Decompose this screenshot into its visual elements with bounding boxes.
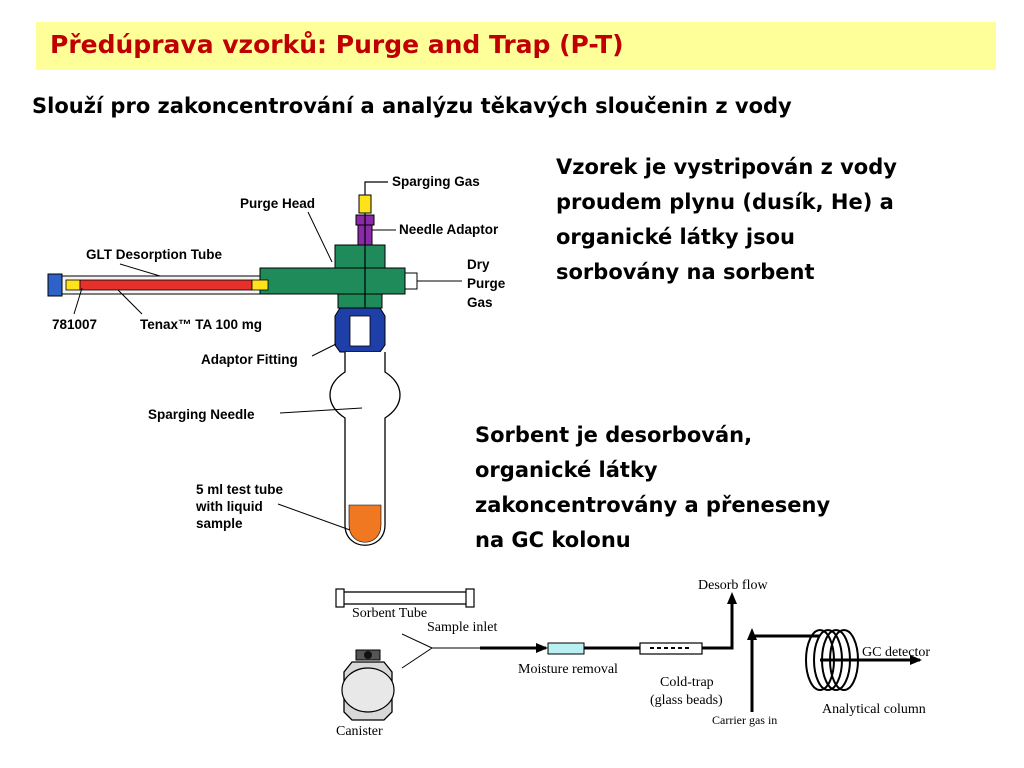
carrier-arrow — [747, 628, 757, 640]
plug-right — [251, 279, 269, 291]
column-coil-1 — [805, 629, 835, 691]
flow-diagram: Sorbent Tube Sample inlet Canister Moist… — [335, 578, 930, 739]
slide-title: Předúprava vzorků: Purge and Trap (P-T) — [50, 30, 624, 59]
label-part-number: 781007 — [52, 317, 97, 332]
side-port — [404, 272, 418, 290]
gas-fitting — [358, 194, 372, 214]
label-purge-head: Purge Head — [240, 196, 315, 211]
tube-cap — [47, 273, 63, 297]
desorb-line-2: organické látky — [475, 458, 658, 482]
adaptor-window — [349, 315, 371, 347]
column-coil-3 — [821, 629, 851, 691]
label-needle-adaptor: Needle Adaptor — [399, 222, 499, 237]
purge-head-horizontal — [259, 267, 406, 295]
sorbent-tube — [339, 591, 471, 605]
purge-description: Vzorek je vystripován z vody proudem ply… — [556, 150, 897, 290]
purge-trap-apparatus: Sparging Gas Purge Head Needle Adaptor G… — [47, 174, 506, 546]
label-sample-inlet: Sample inlet — [427, 620, 497, 635]
sorbent-tube-cap-right — [465, 588, 475, 608]
canister-knob — [364, 651, 372, 659]
inlet-line-bottom — [401, 647, 433, 669]
sorbent-bed — [79, 279, 253, 291]
sparging-vessel — [329, 352, 401, 546]
label-sparging-needle: Sparging Needle — [148, 407, 255, 422]
title-bar: Předúprava vzorků: Purge and Trap (P-T) — [36, 22, 996, 70]
column-coil-2 — [813, 629, 843, 691]
column-coil-4 — [829, 629, 859, 691]
purge-line-1: Vzorek je vystripován z vody — [556, 155, 897, 179]
desorb-line-1: Sorbent je desorbován, — [475, 423, 753, 447]
liquid-sample — [348, 504, 382, 543]
desorb-arrow — [727, 592, 737, 604]
label-test-tube-3: sample — [196, 516, 243, 531]
tenax-leader — [117, 289, 143, 315]
label-gas: Gas — [467, 295, 493, 310]
glt-leader — [119, 263, 161, 277]
canister-sphere — [341, 667, 395, 713]
label-analytical-column: Analytical column — [822, 702, 926, 717]
label-gc-detector: GC detector — [862, 645, 930, 660]
purge-line-4: sorbovány na sorbent — [556, 260, 815, 284]
label-sparging-gas: Sparging Gas — [392, 174, 480, 189]
purge-head-bottom — [337, 293, 383, 309]
needle-leader — [279, 407, 363, 414]
label-purge: Purge — [467, 276, 506, 291]
detector-arrow — [910, 655, 922, 665]
moisture-trap — [547, 642, 585, 655]
label-sorbent-tube: Sorbent Tube — [352, 606, 427, 621]
adaptor-leader — [311, 343, 337, 357]
desorb-line-3: zakoncentrovány a přeneseny — [475, 493, 831, 517]
desorb-description: Sorbent je desorbován, organické látky z… — [475, 418, 830, 558]
plug-left — [65, 279, 81, 291]
label-tenax: Tenax™ TA 100 mg — [140, 317, 262, 332]
purge-line-2: proudem plynu (dusík, He) a — [556, 190, 894, 214]
label-test-tube-1: 5 ml test tube — [196, 482, 284, 497]
label-test-tube-2: with liquid — [195, 499, 263, 514]
label-adaptor-fitting: Adaptor Fitting — [201, 352, 298, 367]
purge-line-3: organické látky jsou — [556, 225, 795, 249]
purge-head-leader — [307, 211, 333, 263]
label-moisture-removal: Moisture removal — [518, 662, 618, 677]
inlet-line-top — [401, 633, 433, 649]
part-number-leader — [73, 287, 83, 315]
slide-subtitle: Slouží pro zakoncentrování a analýzu těk… — [32, 94, 792, 118]
desorb-line-4: na GC kolonu — [475, 528, 631, 552]
label-carrier-gas: Carrier gas in — [712, 713, 777, 727]
sparging-gas-line — [364, 181, 388, 196]
sorbent-tube-cap-left — [335, 588, 345, 608]
label-glt-tube: GLT Desorption Tube — [86, 247, 222, 262]
tube-leader — [277, 503, 351, 531]
desorb-line — [702, 600, 734, 650]
purge-head-top — [334, 244, 386, 269]
label-canister: Canister — [336, 724, 383, 739]
label-cold-trap-2: (glass beads) — [650, 693, 723, 708]
label-desorb-flow: Desorb flow — [698, 578, 768, 593]
flow-arrow-1 — [536, 643, 548, 653]
label-dry: Dry — [467, 257, 490, 272]
label-cold-trap-1: Cold-trap — [660, 675, 714, 690]
